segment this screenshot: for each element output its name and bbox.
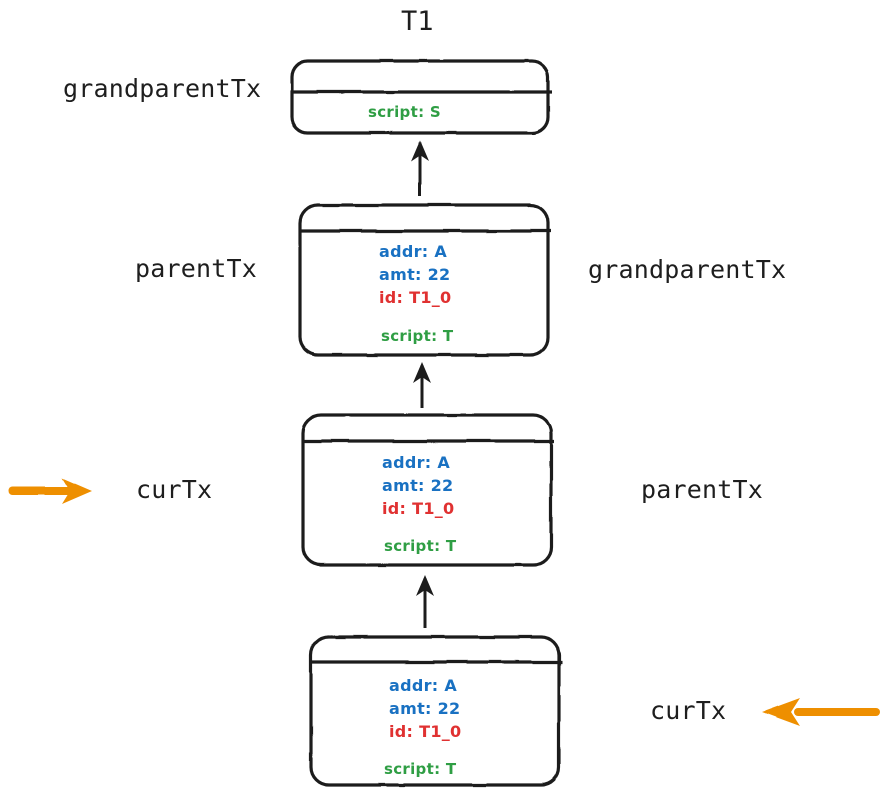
- tx-box-4-amt: amt: 22: [389, 699, 461, 718]
- right-label-curtx: curTx: [650, 696, 727, 725]
- tx-box-2-id: id: T1_0: [379, 288, 452, 307]
- tx-box-3-id: id: T1_0: [382, 499, 455, 518]
- tx-box-2[interactable]: [298, 203, 551, 357]
- tx-box-2-script: script: T: [381, 327, 454, 345]
- left-label-parenttx: parentTx: [135, 254, 258, 283]
- tx-box-4-addr: addr: A: [389, 676, 458, 695]
- tx-box-3-addr: addr: A: [382, 453, 451, 472]
- right-label-grandparenttx: grandparentTx: [588, 255, 787, 284]
- right-label-parenttx: parentTx: [641, 475, 764, 504]
- tx-box-4[interactable]: [309, 635, 562, 787]
- tx-box-outline: [301, 413, 553, 567]
- page-title: T1: [401, 6, 434, 37]
- tx-box-outline: [309, 635, 561, 787]
- tx-box-4-script: script: T: [384, 760, 457, 778]
- left-label-grandparenttx: grandparentTx: [63, 74, 262, 103]
- arrow-box4-to-box3: [416, 575, 434, 628]
- tx-box-4-id: id: T1_0: [389, 722, 462, 741]
- arrow-box3-to-box2: [413, 362, 431, 408]
- orange-arrow-right-curtx: [762, 698, 880, 726]
- left-label-curtx: curTx: [136, 475, 213, 504]
- tx-box-t1[interactable]: [290, 59, 552, 135]
- orange-arrow-left-curtx: [8, 478, 92, 504]
- tx-box-2-addr: addr: A: [379, 242, 448, 261]
- tx-box-3-amt: amt: 22: [382, 476, 454, 495]
- tx-box-3-script: script: T: [384, 537, 457, 555]
- arrow-box2-to-box1: [411, 140, 429, 196]
- tx-box-3[interactable]: [301, 413, 554, 567]
- tx-box-outline: [298, 203, 550, 357]
- tx-box-outline: [290, 59, 550, 135]
- tx-box-2-amt: amt: 22: [379, 265, 451, 284]
- tx-box-t1-script: script: S: [368, 103, 441, 121]
